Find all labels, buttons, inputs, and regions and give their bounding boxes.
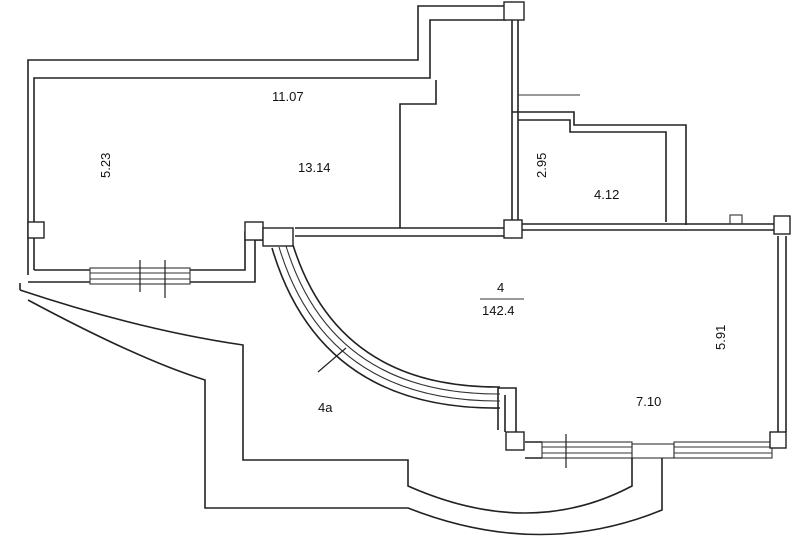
left-room-bottom	[28, 231, 265, 298]
terrace-outline	[19, 283, 663, 536]
room-width-top-label: 11.07	[272, 89, 304, 104]
exterior-walls	[27, 5, 687, 275]
terrace-label: 4a	[318, 400, 333, 415]
column	[262, 227, 294, 247]
main-room-height-label: 5.91	[713, 325, 728, 350]
hall-divider	[295, 214, 776, 237]
dimension-labels: 11.07 5.23 13.14 2.95 4.12 4 142.4 5.91 …	[98, 89, 728, 415]
small-room-height-label: 2.95	[534, 153, 549, 178]
column	[773, 215, 791, 235]
column	[505, 431, 525, 451]
main-room-area-label: 142.4	[482, 303, 515, 318]
small-room-area-label: 4.12	[594, 187, 619, 202]
room-height-left-label: 5.23	[98, 153, 113, 178]
column	[769, 431, 787, 449]
column	[244, 221, 264, 241]
main-room-number-label: 4	[497, 280, 504, 295]
column	[27, 221, 45, 239]
room-area-left-label: 13.14	[298, 160, 331, 175]
column	[503, 219, 523, 239]
main-room-width-label: 7.10	[636, 394, 661, 409]
curved-glazing	[271, 244, 501, 409]
hall-bottom-wall	[497, 387, 773, 468]
right-wall	[777, 236, 787, 432]
column	[503, 1, 525, 21]
columns	[27, 1, 791, 451]
